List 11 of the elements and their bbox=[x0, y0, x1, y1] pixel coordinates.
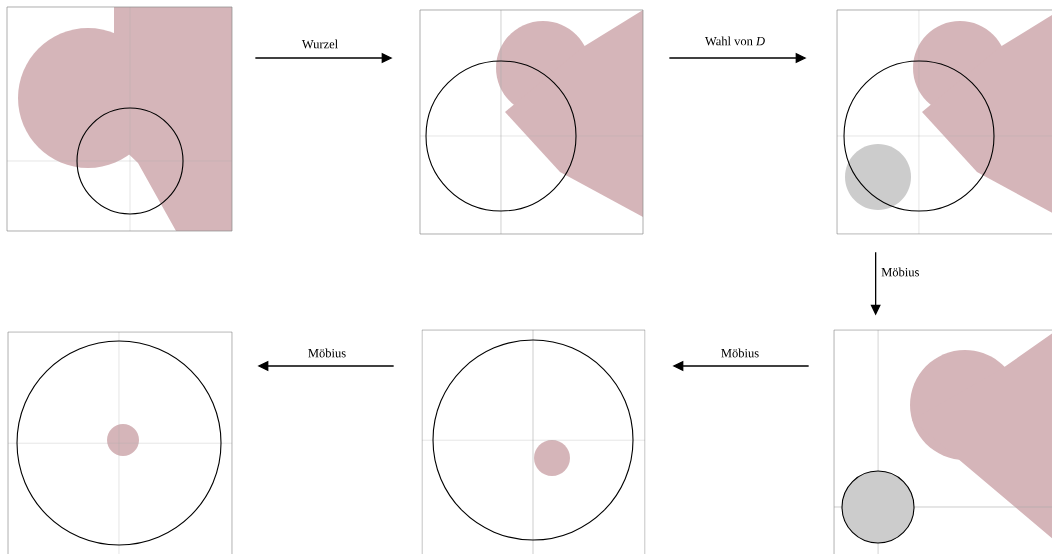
edge-label: Möbius bbox=[308, 348, 346, 358]
edge-label: Möbius bbox=[721, 348, 759, 358]
edge-label: Wahl von D bbox=[704, 36, 765, 46]
plot-drawing bbox=[421, 329, 646, 554]
plot-drawing bbox=[6, 6, 233, 232]
plot-drawing bbox=[833, 329, 1052, 554]
plot-drawing bbox=[419, 9, 644, 235]
plot-drawing bbox=[7, 331, 233, 554]
edge-label: Wurzel bbox=[301, 39, 338, 49]
plot-drawing bbox=[836, 9, 1052, 235]
edge-label: Möbius bbox=[881, 267, 919, 277]
